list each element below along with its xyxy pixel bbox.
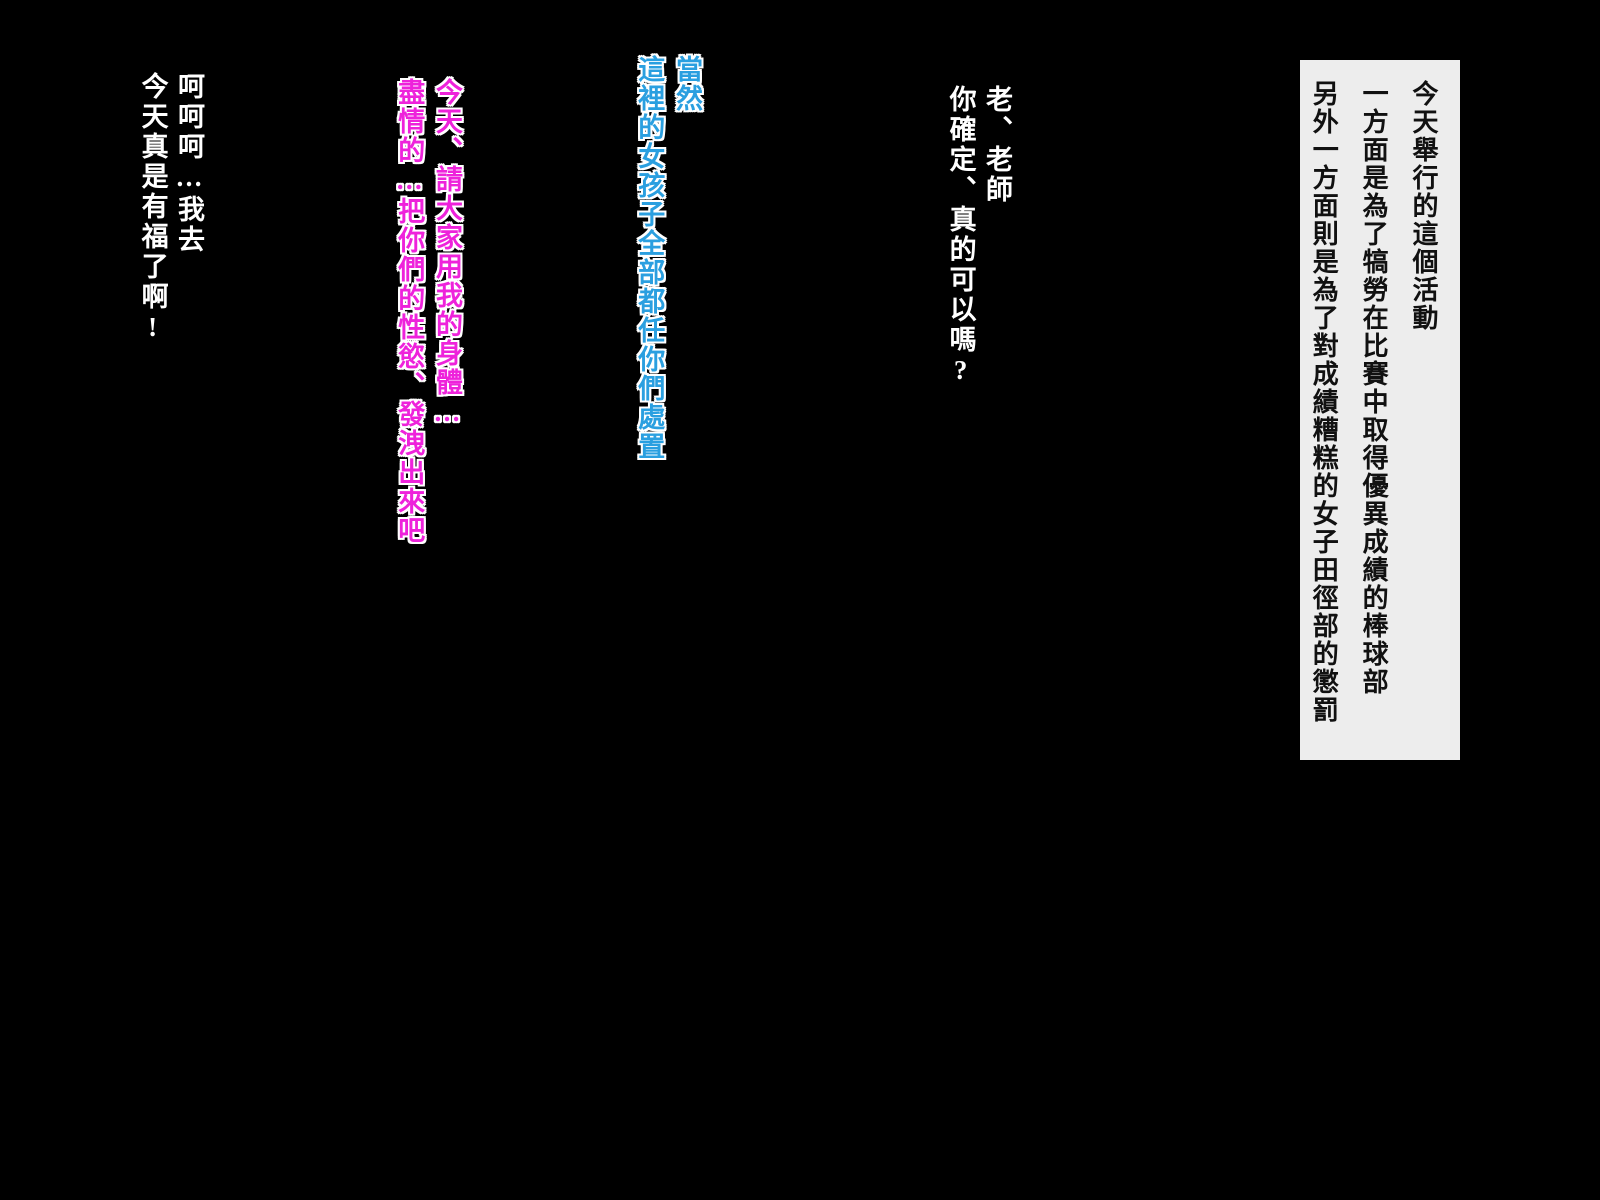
dialogue-girl-offer: 今天、請大家用我的身體… 盡情的…把你們的性慾、發洩出來吧 (389, 78, 465, 545)
dialogue-line: 你確定、真的可以嗎? (945, 85, 976, 388)
dialogue-line: 呵呵呵…我去 (174, 72, 204, 255)
dialogue-line: 今天、請大家用我的身體… (432, 78, 462, 429)
dialogue-line: 這裡的女孩子全部都任你們處置 (634, 55, 665, 461)
dialogue-teacher-question: 老、老師 你確定、真的可以嗎? (942, 85, 1015, 388)
narration-line: 一方面是為了犒勞在比賽中取得優異成績的棒球部 (1359, 80, 1389, 696)
narration-line: 另外一方面則是為了對成績糟糕的女子田徑部的懲罰 (1309, 80, 1339, 724)
narration-box: 今天舉行的這個活動 一方面是為了犒勞在比賽中取得優異成績的棒球部 另外一方面則是… (1300, 60, 1460, 760)
dialogue-line: 今天真是有福了啊! (137, 72, 168, 345)
dialogue-line: 老、老師 (982, 85, 1012, 205)
dialogue-organizer-reply: 當然 這裡的女孩子全部都任你們處置 (629, 55, 705, 461)
dialogue-boys-laugh: 呵呵呵…我去 今天真是有福了啊! (134, 72, 207, 345)
dialogue-line: 當然 (672, 55, 702, 113)
narration-line: 今天舉行的這個活動 (1409, 80, 1438, 332)
dialogue-line: 盡情的…把你們的性慾、發洩出來吧 (394, 78, 425, 545)
